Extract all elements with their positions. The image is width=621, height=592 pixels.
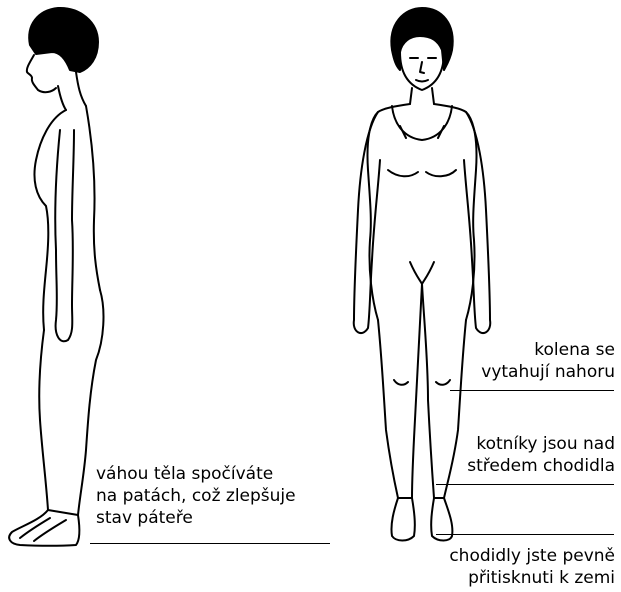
heels-annotation-line-1: váhou těla spočíváte bbox=[96, 463, 296, 485]
heels-annotation: váhou těla spočíváte na patách, což zlep… bbox=[96, 463, 296, 529]
feet-leader-line bbox=[436, 534, 614, 535]
knees-leader-line bbox=[450, 390, 614, 391]
ankles-annotation: kotníky jsou nad středem chodidla bbox=[467, 433, 615, 477]
heels-annotation-line-3: stav páteře bbox=[96, 507, 296, 529]
knees-annotation: kolena se vytahují nahoru bbox=[481, 339, 615, 383]
ankles-annotation-line-1: kotníky jsou nad bbox=[467, 433, 615, 455]
feet-annotation-line-1: chodidly jste pevně bbox=[449, 545, 615, 567]
feet-annotation-line-2: přitisknuti k zemi bbox=[449, 567, 615, 589]
knees-annotation-line-2: vytahují nahoru bbox=[481, 361, 615, 383]
side-standing-figure-icon bbox=[9, 8, 103, 546]
knees-annotation-line-1: kolena se bbox=[481, 339, 615, 361]
heels-leader-line bbox=[90, 543, 330, 544]
feet-annotation: chodidly jste pevně přitisknuti k zemi bbox=[449, 545, 615, 589]
ankles-leader-line bbox=[436, 484, 614, 485]
ankles-annotation-line-2: středem chodidla bbox=[467, 455, 615, 477]
heels-annotation-line-2: na patách, což zlepšuje bbox=[96, 485, 296, 507]
